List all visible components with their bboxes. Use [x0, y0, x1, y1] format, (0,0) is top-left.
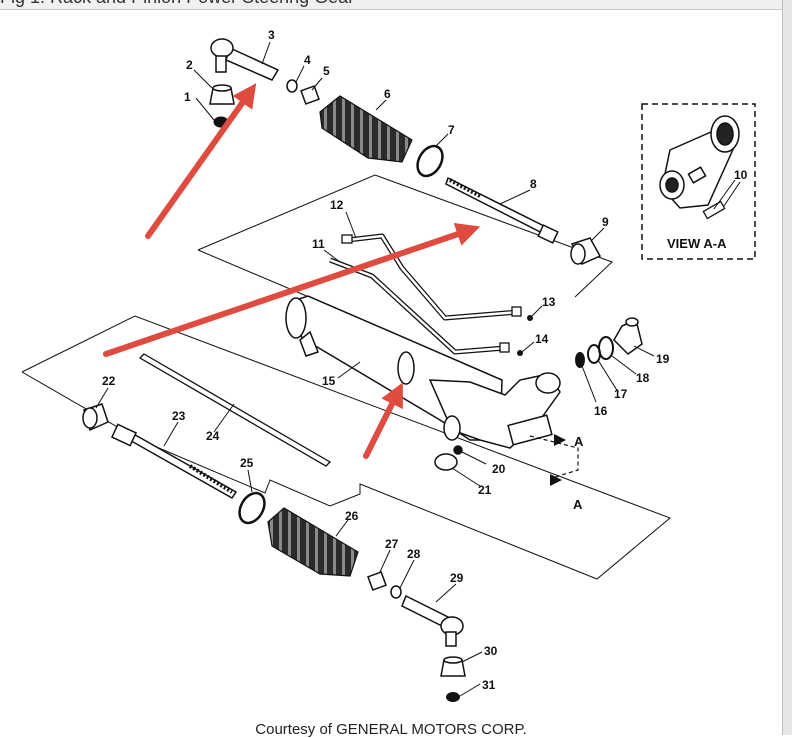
red-arrow-lower [363, 382, 403, 459]
part-label-4: 4 [304, 53, 311, 67]
title-bar: Fig 1: Rack and Pinion Power Steering Ge… [0, 0, 784, 10]
upper-outer-tie-rod-end [210, 38, 280, 81]
courtesy-caption: Courtesy of GENERAL MOTORS CORP. [255, 721, 527, 738]
part-25-clamp [238, 491, 266, 525]
part-label-19: 19 [656, 352, 670, 366]
upper-inner-tie-rod [445, 176, 559, 244]
part-label-22: 22 [102, 374, 116, 388]
part-31-nut [446, 692, 460, 702]
part-label-7: 7 [448, 123, 455, 137]
part-label-25: 25 [240, 456, 254, 470]
part-label-6: 6 [384, 87, 391, 101]
view-a-a-label: VIEW A-A [667, 236, 727, 251]
part-label-15: 15 [322, 374, 336, 388]
section-marker-bottom: A [573, 497, 583, 512]
lower-inner-tie-rod [110, 423, 238, 499]
part-label-29: 29 [450, 571, 464, 585]
part-label-24: 24 [206, 429, 220, 443]
part-label-16: 16 [594, 404, 608, 418]
part-label-27: 27 [385, 537, 399, 551]
part-label-30: 30 [484, 644, 498, 658]
annotation-arrows [103, 83, 481, 459]
part-label-3: 3 [268, 28, 275, 42]
pinion-seals [575, 336, 614, 368]
part-19-adjuster [613, 317, 643, 355]
part-label-13: 13 [542, 295, 556, 309]
part-14-seal [517, 350, 523, 356]
part-label-31: 31 [482, 678, 496, 692]
upper-boot [319, 95, 413, 163]
part-label-18: 18 [636, 371, 650, 385]
part-label-17: 17 [614, 387, 628, 401]
part-7-clamp [416, 144, 444, 178]
part-labels: 1 2 3 4 5 6 7 8 9 10 11 12 13 14 15 16 1… [102, 28, 748, 692]
red-arrow-middle [103, 222, 481, 357]
part-label-12: 12 [330, 198, 344, 212]
view-a-a-box [641, 103, 756, 260]
part-30-nut [440, 656, 466, 677]
part-4-5-jam-nuts [286, 79, 320, 105]
part-label-9: 9 [602, 215, 609, 229]
part-label-1: 1 [184, 90, 191, 104]
part-22-bushing [82, 403, 109, 432]
part-2-nut [209, 84, 235, 105]
valve-housing-detail [659, 115, 740, 209]
rack-housing [285, 295, 561, 449]
part-27-28-jam-nuts [367, 571, 402, 599]
part-label-10: 10 [734, 168, 748, 182]
part-label-11: 11 [312, 237, 325, 251]
part-20-21-caps [434, 445, 463, 471]
part-label-21: 21 [478, 483, 492, 497]
part-label-14: 14 [535, 332, 549, 346]
part-label-28: 28 [407, 547, 421, 561]
window-frame-edge [782, 0, 792, 735]
part-label-20: 20 [492, 462, 506, 476]
part-9-bushing [570, 237, 602, 265]
part-label-26: 26 [345, 509, 359, 523]
lower-outer-tie-rod-end [401, 594, 464, 647]
part-13-seal [527, 315, 533, 321]
lower-boot [267, 507, 359, 577]
leader-lines [95, 41, 741, 697]
figure-title: Fig 1: Rack and Pinion Power Steering Ge… [0, 0, 354, 8]
part-label-2: 2 [186, 58, 193, 72]
part-label-23: 23 [172, 409, 186, 423]
red-arrow-upper-left [145, 83, 257, 239]
line-fittings [341, 234, 522, 353]
rack-bar [138, 353, 332, 467]
part-label-8: 8 [530, 177, 537, 191]
lower-frame [21, 315, 671, 580]
part-10-seal [702, 200, 726, 220]
part-label-5: 5 [323, 64, 330, 78]
section-marker-top: A [574, 434, 584, 449]
